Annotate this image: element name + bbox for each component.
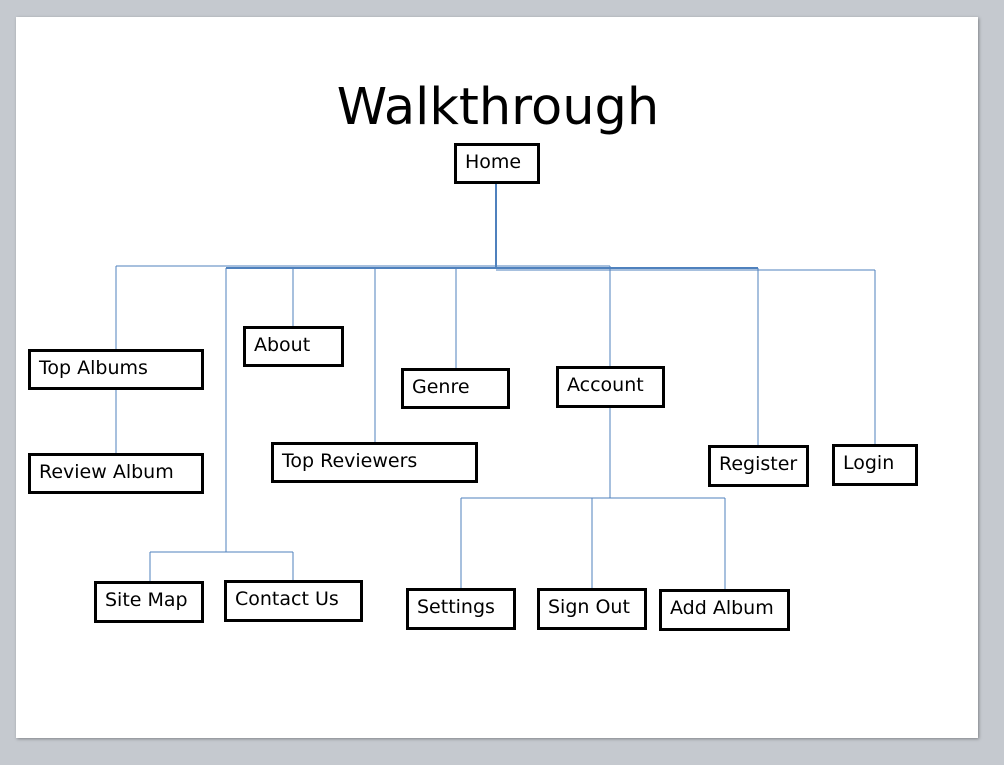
node-top-reviewers: Top Reviewers bbox=[271, 442, 478, 483]
node-account: Account bbox=[556, 366, 665, 408]
node-add-album: Add Album bbox=[659, 589, 790, 631]
node-settings: Settings bbox=[406, 588, 516, 630]
node-top-albums: Top Albums bbox=[28, 349, 204, 390]
node-about: About bbox=[243, 326, 344, 367]
node-genre: Genre bbox=[401, 368, 510, 409]
node-register: Register bbox=[708, 445, 809, 487]
node-login: Login bbox=[832, 444, 918, 486]
node-home: Home bbox=[454, 143, 540, 184]
node-site-map: Site Map bbox=[94, 581, 204, 623]
node-sign-out: Sign Out bbox=[537, 588, 647, 630]
node-review-album: Review Album bbox=[28, 453, 204, 494]
node-contact-us: Contact Us bbox=[224, 580, 363, 622]
page-title: Walkthrough bbox=[336, 78, 660, 137]
